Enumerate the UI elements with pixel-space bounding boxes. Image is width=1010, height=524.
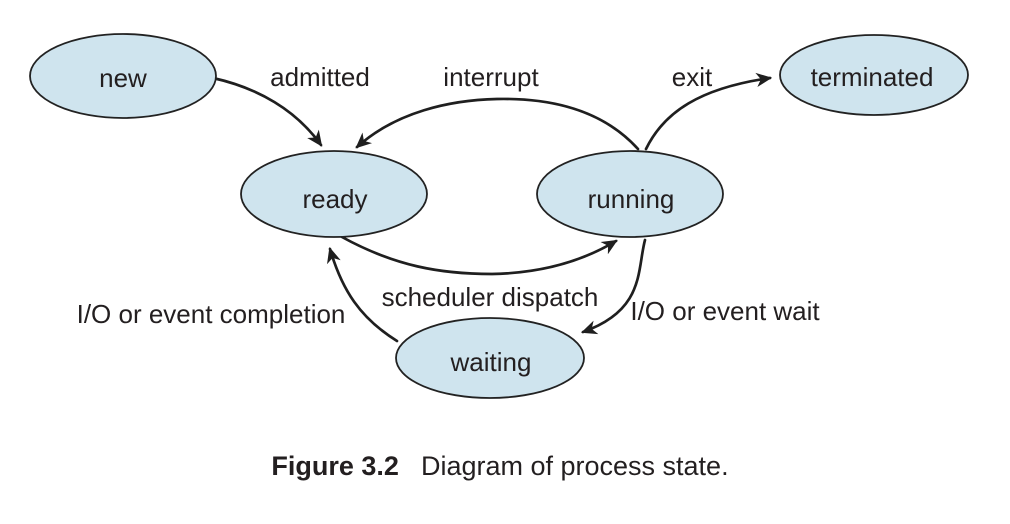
transition-arrow-exit	[644, 72, 773, 151]
transition-arrow-io-wait	[581, 238, 647, 335]
state-node-waiting: waiting	[395, 317, 585, 399]
transition-arrows	[211, 72, 773, 343]
state-node-terminated: terminated	[779, 34, 969, 116]
state-node-ready: ready	[240, 150, 428, 238]
transition-label-io-completion: I/O or event completion	[77, 299, 346, 329]
state-label-ready: ready	[302, 184, 367, 214]
state-ellipse-terminated	[779, 34, 969, 116]
process-state-diagram: new ready running waiting terminated adm…	[29, 33, 969, 399]
transition-labels: admitted interrupt exit scheduler dispat…	[77, 62, 821, 329]
figure-caption-number: Figure 3.2	[271, 451, 399, 481]
transition-label-admitted: admitted	[270, 62, 370, 92]
transition-arrow-io-completion	[327, 246, 399, 343]
state-ellipse-waiting	[395, 317, 585, 399]
state-nodes: new ready running waiting terminated	[29, 33, 969, 399]
state-ellipse-running	[536, 150, 724, 238]
transition-arrow-admitted	[211, 76, 323, 147]
state-node-new: new	[29, 33, 217, 119]
transition-arrow-scheduler-dispatch	[340, 235, 618, 276]
state-node-running: running	[536, 150, 724, 238]
transition-label-interrupt: interrupt	[443, 62, 539, 92]
state-ellipse-new	[29, 33, 217, 119]
figure-caption: Figure 3.2 Diagram of process state.	[0, 451, 1000, 482]
state-label-running: running	[588, 184, 675, 214]
state-label-new: new	[99, 63, 147, 93]
transition-label-exit: exit	[672, 62, 713, 92]
transition-arrow-interrupt	[355, 97, 640, 151]
state-label-waiting: waiting	[450, 347, 532, 377]
state-ellipse-ready	[240, 150, 428, 238]
figure-caption-text: Diagram of process state.	[420, 451, 729, 481]
transition-label-scheduler-dispatch: scheduler dispatch	[382, 282, 599, 312]
transition-label-io-wait: I/O or event wait	[630, 296, 820, 326]
state-label-terminated: terminated	[811, 62, 934, 92]
